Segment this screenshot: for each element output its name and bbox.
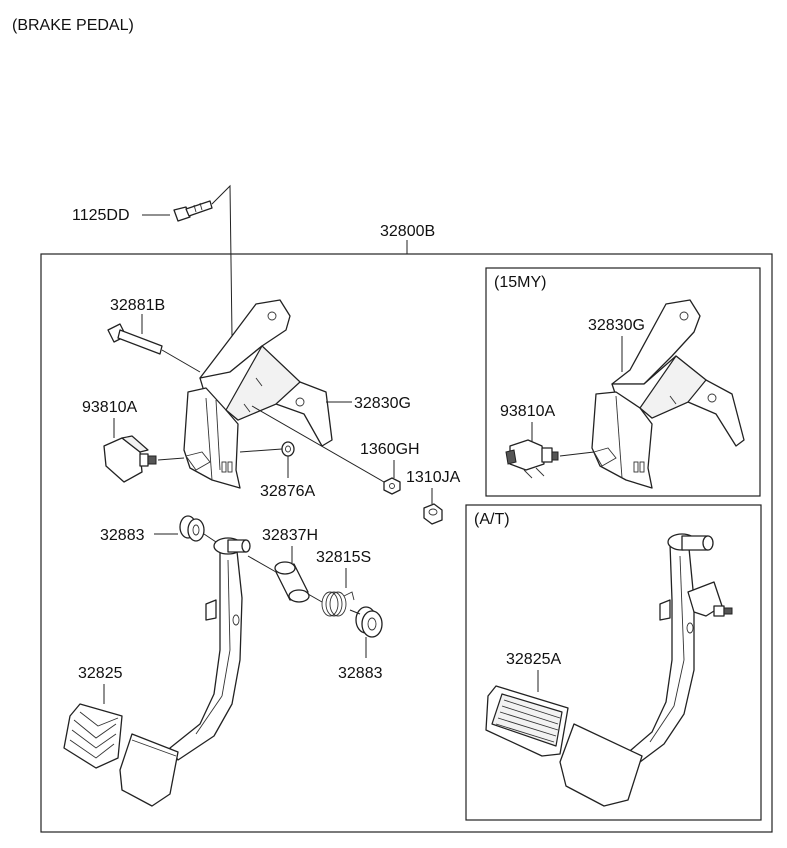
- bushing-32876A: [281, 441, 295, 457]
- brake-pedal-arm: [169, 537, 251, 761]
- brake-light-switch-93810A-15my: [505, 439, 559, 479]
- leader-1360GH-dash: [251, 405, 385, 483]
- label-32881B: 32881B: [110, 297, 165, 314]
- leader-32881B-dash: [161, 349, 201, 373]
- return-spring-32815S: [321, 591, 355, 617]
- leader-32815S-dash: [307, 593, 323, 603]
- bolt-32881B: [107, 323, 163, 355]
- bolt-1125DD: [173, 200, 213, 222]
- box-at: [465, 504, 762, 821]
- label-1125DD: 1125DD: [72, 207, 130, 224]
- box-15my: [485, 267, 761, 497]
- label-93810A-15my: 93810A: [500, 403, 555, 420]
- label-32883-lower: 32883: [338, 665, 383, 682]
- brake-light-switch-93810A: [103, 435, 157, 483]
- nut-1360GH: [383, 477, 401, 495]
- leader-32876A-dash: [239, 448, 283, 453]
- leader-32837H-dash: [247, 555, 277, 573]
- section-15my-label: (15MY): [494, 274, 546, 291]
- leader-93810A-15my-dash: [559, 451, 595, 457]
- label-32876A: 32876A: [260, 483, 315, 500]
- label-32830G-15my: 32830G: [588, 317, 645, 334]
- label-93810A: 93810A: [82, 399, 137, 416]
- label-1360GH: 1360GH: [360, 441, 420, 458]
- label-32815S: 32815S: [316, 549, 371, 566]
- bracket-32830G-15my: [591, 299, 745, 489]
- label-32837H: 32837H: [262, 527, 318, 544]
- brake-pedal-plate: [119, 733, 179, 807]
- diagram-title: (BRAKE PEDAL): [12, 17, 134, 34]
- brake-pedal-plate-at: [559, 723, 643, 807]
- label-32825: 32825: [78, 665, 123, 682]
- label-32830G: 32830G: [354, 395, 411, 412]
- brake-pedal-arm-at: [623, 533, 733, 769]
- bracket-32830G: [183, 299, 333, 489]
- label-32800B: 32800B: [380, 223, 435, 240]
- label-32825A: 32825A: [506, 651, 561, 668]
- pedal-pad-32825A: [485, 685, 569, 757]
- nut-1310JA: [423, 503, 443, 525]
- leader-1125DD-to-bracket: [211, 184, 233, 337]
- bushing-32883-lower: [355, 606, 383, 638]
- pedal-pad-32825: [63, 703, 123, 769]
- label-1310JA: 1310JA: [406, 469, 461, 486]
- leader-32883-lower-dash: [349, 609, 361, 615]
- bushing-32883-upper: [179, 515, 205, 542]
- leader-93810A-dash: [157, 457, 185, 461]
- label-32883-upper: 32883: [100, 527, 145, 544]
- sleeve-32837H: [274, 561, 310, 603]
- section-at-label: (A/T): [474, 511, 510, 528]
